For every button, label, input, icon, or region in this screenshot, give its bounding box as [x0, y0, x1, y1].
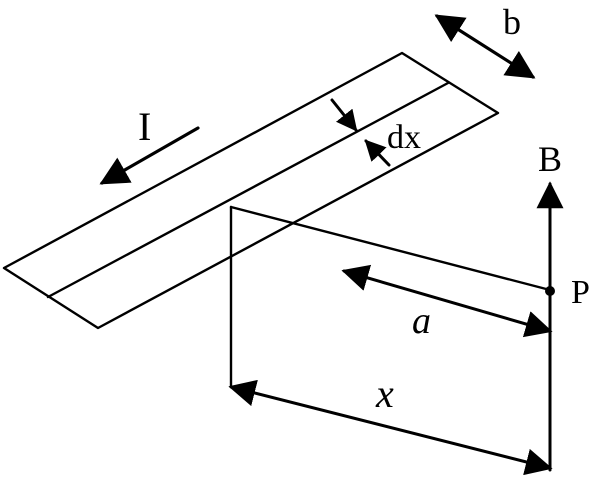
dx-label: dx [387, 119, 421, 156]
distance-a-arrow [341, 264, 553, 338]
dx-arrow-bottom [364, 139, 391, 167]
point-p-marker [545, 286, 555, 296]
distance-a-label: a [412, 300, 431, 342]
dx-arrow-top [330, 98, 358, 132]
width-b-arrow [434, 14, 536, 79]
distance-x-label: x [375, 371, 394, 416]
distance-x-arrow [228, 379, 553, 476]
point-label: P [571, 274, 590, 311]
current-arrow [99, 126, 200, 185]
current-label: I [138, 104, 151, 149]
conducting-strip [2, 51, 500, 330]
strip-centerline [46, 81, 450, 299]
field-label: B [538, 139, 562, 179]
width-b-label: b [503, 2, 521, 42]
line-to-point-p [229, 205, 552, 292]
